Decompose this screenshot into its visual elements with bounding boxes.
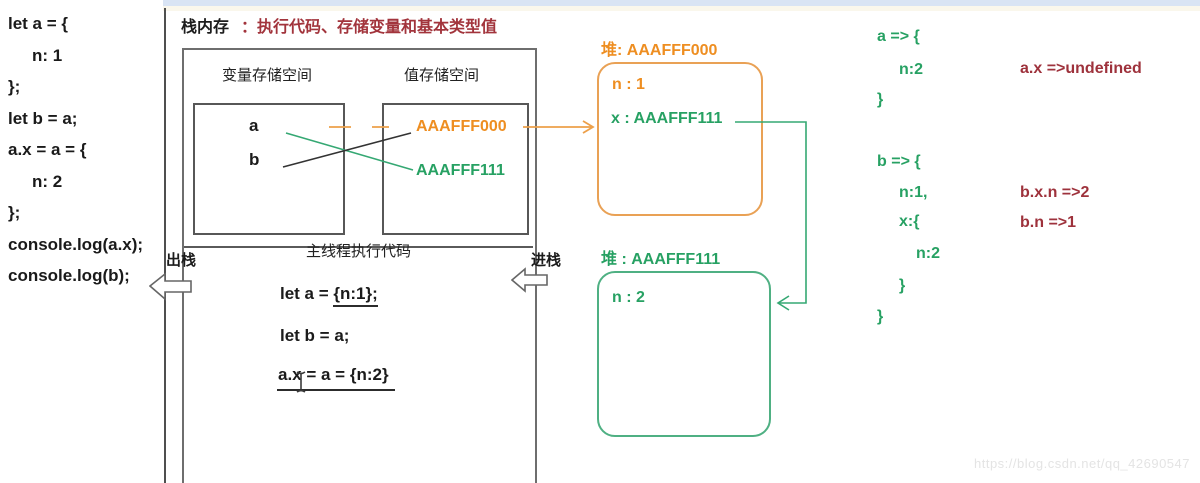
code-line: let b = a; (8, 108, 78, 128)
stack-address-000: AAAFFF000 (416, 118, 507, 135)
top-blue-strip (163, 0, 1200, 6)
code-line: console.log(a.x); (8, 234, 144, 254)
variable-b-label: b (249, 150, 260, 169)
code-line: a.x = a = { (8, 140, 87, 159)
main-thread-divider-line (184, 246, 533, 248)
stack-address-111: AAAFFF111 (416, 162, 505, 179)
result-b-line: } (877, 308, 884, 325)
code-line: n: 2 (32, 171, 63, 191)
result-a-line: a => { (877, 28, 920, 45)
exec-line1-underlined: {n:1}; (333, 284, 378, 307)
stack-subtitle: ：执行代码、存储变量和基本类型值 (241, 19, 498, 36)
stack-title-row: 栈内存 ：执行代码、存储变量和基本类型值 (181, 13, 497, 37)
value-space-header: 值存储空间 (404, 67, 480, 84)
variable-storage-box (193, 103, 345, 235)
heap2-prop-n: n : 2 (612, 289, 645, 306)
code-line: let a = { (8, 14, 69, 33)
stack-memory-box (182, 48, 537, 483)
heap1-prop-n: n : 1 (612, 76, 645, 93)
push-stack-label: 进栈 (531, 252, 562, 269)
pop-stack-label: 出栈 (166, 252, 197, 269)
result-bn: b.n =>1 (1020, 214, 1077, 231)
watermark-url: https://blog.csdn.net/qq_42690547 (974, 456, 1190, 471)
stack-title: 栈内存 (181, 19, 230, 36)
result-b-line: n:2 (916, 245, 940, 262)
result-b-line: b => { (877, 153, 921, 170)
heap1-title: 堆: AAAFFF000 (601, 42, 718, 59)
result-b-line: } (899, 277, 906, 294)
exec-code-line-2: let b = a; (280, 326, 350, 345)
heap2-title: 堆 : AAAFFF111 (601, 251, 721, 268)
code-line: }; (8, 203, 21, 222)
code-line: n: 1 (32, 45, 63, 65)
exec-line1-prefix: let a = (280, 284, 334, 303)
arrow-000-head (582, 120, 595, 134)
variable-space-header: 变量存储空间 (222, 67, 313, 84)
heap1-prop-x: x : AAAFFF111 (611, 110, 723, 127)
result-a-line: n:2 (899, 61, 923, 78)
source-code-block: let a = { n: 1 }; let b = a; a.x = a = {… (8, 8, 143, 292)
result-a-line: } (877, 91, 884, 108)
result-bxn: b.x.n =>2 (1020, 184, 1090, 201)
heap2-box (597, 271, 771, 437)
exec-code-line-3: a.x = a = {n:2} (277, 365, 395, 391)
exec-code-line-1: let a = {n:1}; (280, 284, 378, 307)
result-b-line: n:1, (899, 184, 928, 201)
variable-a-label: a (249, 116, 259, 135)
top-cream-strip (163, 6, 1200, 11)
result-ax: a.x =>undefined (1020, 60, 1142, 77)
main-thread-label: 主线程执行代码 (305, 243, 411, 260)
arrow-x-head (776, 295, 790, 311)
code-line: }; (8, 77, 21, 96)
vertical-divider (164, 8, 166, 483)
code-line: console.log(b); (8, 266, 130, 285)
result-b-line: x:{ (899, 213, 920, 230)
